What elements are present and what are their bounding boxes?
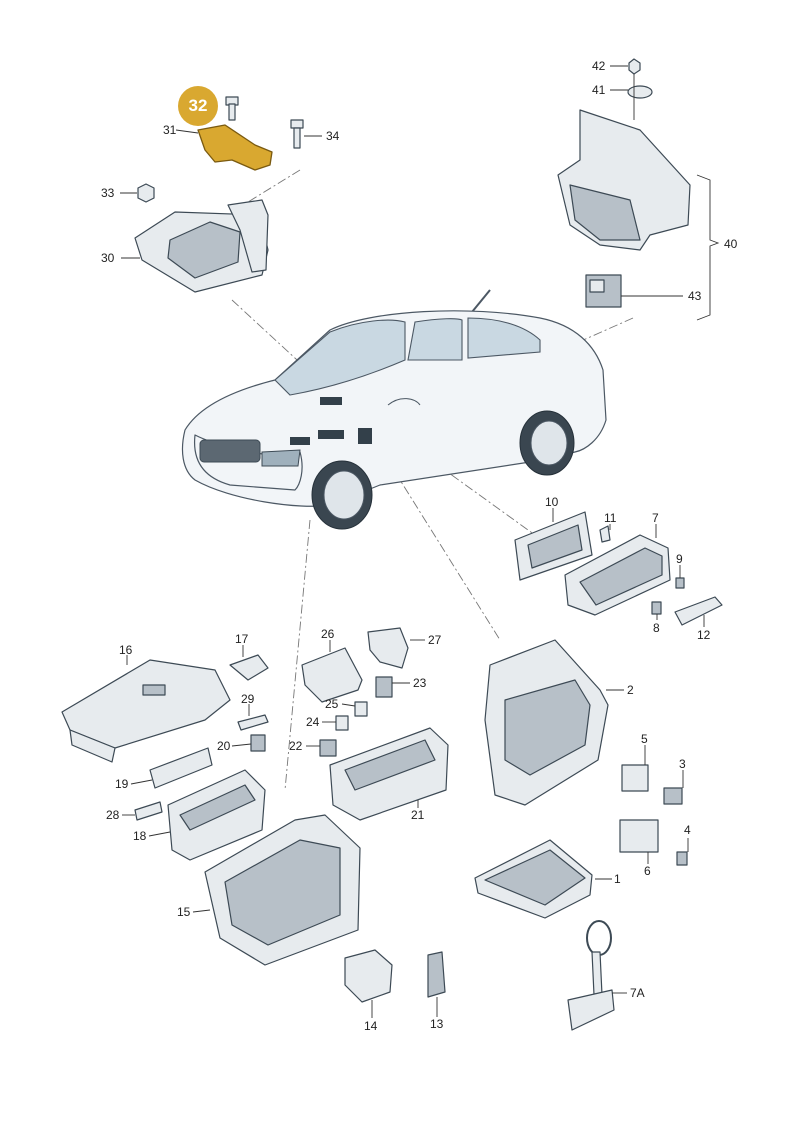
callout-7: 7 — [652, 511, 659, 525]
part-4-fuse — [676, 851, 688, 866]
callout-23: 23 — [413, 676, 427, 690]
part-23-relay — [375, 676, 393, 698]
callout-16: 16 — [119, 643, 133, 657]
callout-17: 17 — [235, 632, 249, 646]
part-29-strip — [237, 714, 269, 731]
callout-21: 21 — [411, 808, 425, 822]
callout-11: 11 — [604, 511, 617, 525]
callout-8: 8 — [653, 621, 660, 635]
part-28-clip — [134, 801, 163, 821]
part-5-connector — [621, 764, 649, 792]
callout-2: 2 — [627, 683, 634, 697]
callout-20: 20 — [217, 739, 231, 753]
part-8-fuse — [651, 601, 662, 615]
part-27-relay-base — [367, 627, 409, 669]
callout-14: 14 — [364, 1019, 378, 1033]
part-11-screw — [599, 525, 611, 543]
leader-lines — [120, 65, 705, 1018]
part-7-fuse-holder — [564, 534, 671, 616]
callout-3: 3 — [679, 757, 686, 771]
callout-18: 18 — [133, 829, 147, 843]
callout-28: 28 — [106, 808, 120, 822]
part-24-fuse — [335, 715, 349, 731]
part-16-cover — [61, 659, 231, 763]
part-18-fuse-carrier — [167, 769, 266, 861]
part-15-box — [204, 814, 361, 966]
part-25-fuse — [354, 701, 368, 717]
callout-31: 31 — [163, 123, 177, 137]
part-21-relay-box — [329, 727, 449, 821]
callout-6: 6 — [644, 864, 651, 878]
callout-15: 15 — [177, 905, 191, 919]
part-17-clip — [229, 654, 269, 681]
part-14-holder — [344, 949, 393, 1003]
part-9-fuse — [675, 577, 685, 589]
callout-22: 22 — [289, 739, 303, 753]
part-34-bolt — [290, 119, 304, 149]
part-40-relay-carrier — [557, 109, 691, 308]
part-30-bracket — [134, 199, 269, 293]
part-26-bracket — [301, 647, 363, 703]
callout-29: 29 — [241, 692, 255, 706]
callout-13: 13 — [430, 1017, 444, 1031]
callout-27: 27 — [428, 633, 442, 647]
highlighted-part-badge: 32 — [178, 86, 218, 126]
callout-4: 4 — [684, 823, 691, 837]
part-6-connector — [619, 819, 659, 853]
part-1-control-unit — [474, 839, 593, 919]
callout-25: 25 — [325, 697, 339, 711]
callout-7A: 7A — [630, 986, 645, 1000]
callout-43: 43 — [688, 289, 702, 303]
part-33-nut — [137, 183, 155, 203]
callout-26: 26 — [321, 627, 335, 641]
callout-41: 41 — [592, 83, 606, 97]
callout-42: 42 — [592, 59, 606, 73]
callout-24: 24 — [306, 715, 320, 729]
car-illustration — [181, 289, 607, 530]
part-2-frame — [484, 639, 609, 806]
callout-33: 33 — [101, 186, 115, 200]
part-13-fuse — [427, 951, 446, 998]
part-41-42 — [627, 58, 653, 120]
part-32-highlighted — [197, 96, 273, 171]
part-19-fuse-strip — [149, 747, 213, 789]
callout-30: 30 — [101, 251, 115, 265]
callout-1: 1 — [614, 872, 621, 886]
callout-19: 19 — [115, 777, 129, 791]
callout-40: 40 — [724, 237, 738, 251]
callout-12: 12 — [697, 628, 711, 642]
part-3-relay — [663, 787, 683, 805]
part-20-relay — [250, 734, 266, 752]
callout-34: 34 — [326, 129, 340, 143]
part-7a-puller-tool — [567, 920, 615, 1031]
part-10-module — [514, 511, 593, 581]
callout-9: 9 — [676, 552, 683, 566]
part-12-strip — [674, 596, 723, 626]
callout-5: 5 — [641, 732, 648, 746]
callout-10: 10 — [545, 495, 559, 509]
part-22-relay — [319, 739, 337, 757]
